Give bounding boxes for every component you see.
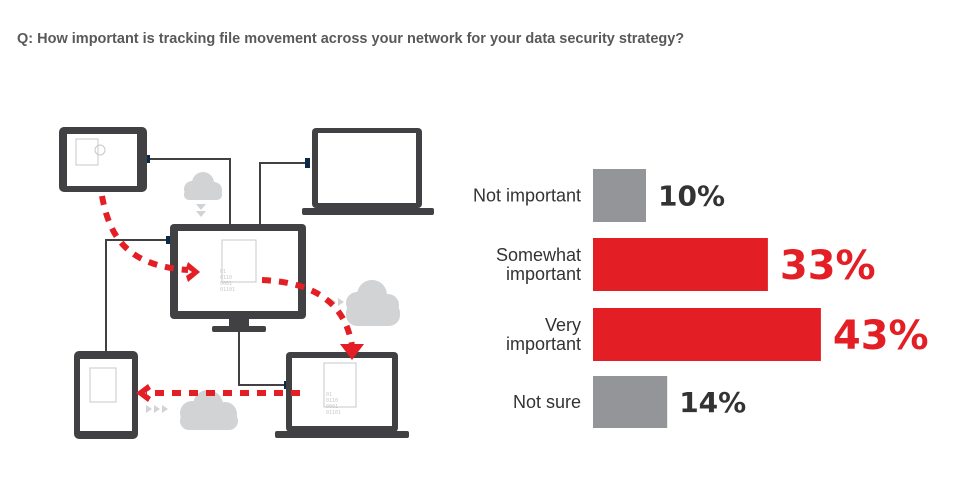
laptop-top-icon — [302, 128, 434, 215]
svg-text:01: 01 — [326, 392, 332, 398]
network-cables — [105, 158, 306, 386]
laptop-bottom-icon: 01 0110 0001 01101 — [275, 352, 409, 438]
value-label-3: 14% — [679, 386, 746, 419]
svg-text:0110: 0110 — [326, 398, 338, 404]
svg-text:0110: 0110 — [220, 275, 232, 281]
svg-text:0001: 0001 — [326, 404, 338, 410]
desktop-monitor-icon: 01 0110 0001 01101 — [170, 224, 306, 332]
category-label-3: Not sure — [513, 392, 581, 412]
bar-1 — [593, 238, 768, 291]
category-label-0: Not important — [473, 186, 581, 206]
cloud-icon — [180, 390, 238, 430]
bar-3 — [593, 376, 668, 428]
value-label-0: 10% — [658, 180, 725, 213]
svg-text:01101: 01101 — [326, 410, 341, 416]
tablet-bottom-left-icon — [74, 351, 138, 439]
bar-0 — [593, 169, 646, 222]
network-illustration: 01 0110 0001 01101 01 0110 0001 01101 — [59, 127, 434, 439]
bar-2 — [593, 308, 821, 361]
file-movement-arrows — [99, 195, 355, 396]
svg-text:01101: 01101 — [220, 287, 235, 293]
cloud-icon — [184, 172, 222, 200]
survey-question: Q: How important is tracking file moveme… — [17, 31, 685, 47]
tablet-top-left-icon — [59, 127, 147, 192]
svg-text:0001: 0001 — [220, 281, 232, 287]
cloud-icon — [346, 280, 400, 326]
value-label-2: 43% — [833, 313, 929, 359]
value-label-1: 33% — [780, 243, 876, 289]
svg-text:01: 01 — [220, 269, 226, 275]
